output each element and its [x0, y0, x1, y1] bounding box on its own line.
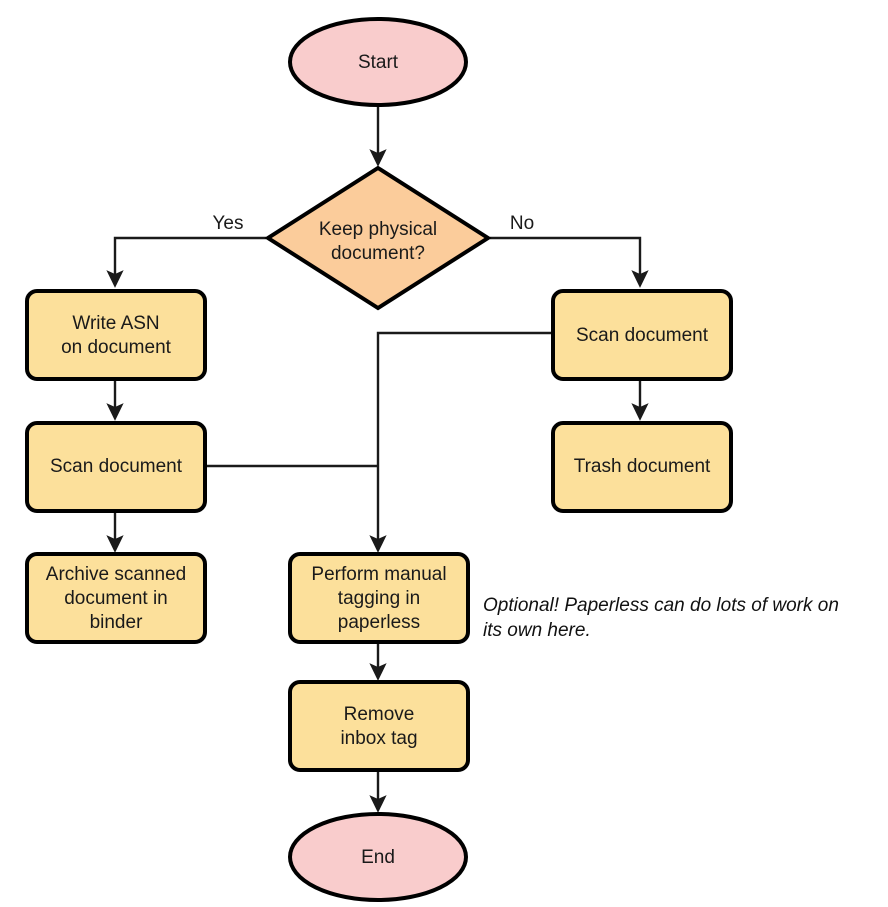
edge-layer	[106, 105, 649, 813]
annotation-optional-note: Optional! Paperless can do lots of work …	[483, 595, 839, 641]
node-tagging-label-line2: tagging in	[338, 588, 420, 609]
edge-decision-to-write-asn	[106, 236, 266, 288]
node-archive-label-line2: document in	[64, 588, 168, 609]
node-keep-physical-document[interactable]: Keep physical document?	[264, 165, 492, 311]
trash-document-box-shape	[551, 421, 733, 513]
tagging-box-shape	[288, 552, 470, 644]
remove-inbox-tag-box-shape	[288, 680, 470, 772]
scan-document-right-box-shape	[551, 289, 733, 381]
decision-diamond-shape	[264, 165, 492, 311]
node-decision-label-line1: Keep physical	[319, 219, 437, 240]
node-remove-inbox-tag[interactable]: Remove inbox tag	[288, 680, 470, 772]
node-start-label: Start	[358, 52, 399, 73]
node-scan-document-right[interactable]: Scan document	[551, 289, 733, 381]
node-perform-manual-tagging[interactable]: Perform manual tagging in paperless	[288, 552, 470, 644]
node-trash-document[interactable]: Trash document	[551, 421, 733, 513]
node-scan-document-left[interactable]: Scan document	[25, 421, 207, 513]
edge-scan-right-to-tagging	[369, 331, 551, 553]
scan-document-left-box-shape	[25, 421, 207, 513]
node-write-asn-label-line2: on document	[61, 337, 172, 358]
node-scan-document-right-label: Scan document	[576, 325, 709, 346]
annotation-line-2: its own here.	[483, 620, 591, 641]
node-write-asn-label-line1: Write ASN	[72, 313, 159, 334]
annotation-line-1: Optional! Paperless can do lots of work …	[483, 595, 839, 616]
node-end-label: End	[361, 847, 395, 868]
node-tagging-label-line3: paperless	[338, 612, 420, 633]
node-start[interactable]: Start	[288, 17, 468, 107]
node-remove-inbox-tag-label-line1: Remove	[344, 704, 415, 725]
node-trash-document-label: Trash document	[574, 456, 711, 477]
node-remove-inbox-tag-label-line2: inbox tag	[340, 728, 417, 749]
start-ellipse-shape	[288, 17, 468, 107]
edge-label-no: No	[510, 213, 534, 234]
edge-decision-to-scan-right	[490, 236, 649, 288]
write-asn-box-shape	[25, 289, 207, 381]
node-write-asn-on-document[interactable]: Write ASN on document	[25, 289, 207, 381]
end-ellipse-shape	[288, 812, 468, 902]
node-archive-scanned-document[interactable]: Archive scanned document in binder	[25, 552, 207, 644]
edge-label-yes: Yes	[213, 213, 244, 234]
node-decision-label-line2: document?	[331, 243, 425, 264]
archive-box-shape	[25, 552, 207, 644]
node-archive-label-line1: Archive scanned	[46, 564, 186, 585]
node-tagging-label-line1: Perform manual	[311, 564, 446, 585]
node-end[interactable]: End	[288, 812, 468, 902]
node-archive-label-line3: binder	[90, 612, 143, 633]
node-scan-document-left-label: Scan document	[50, 456, 183, 477]
